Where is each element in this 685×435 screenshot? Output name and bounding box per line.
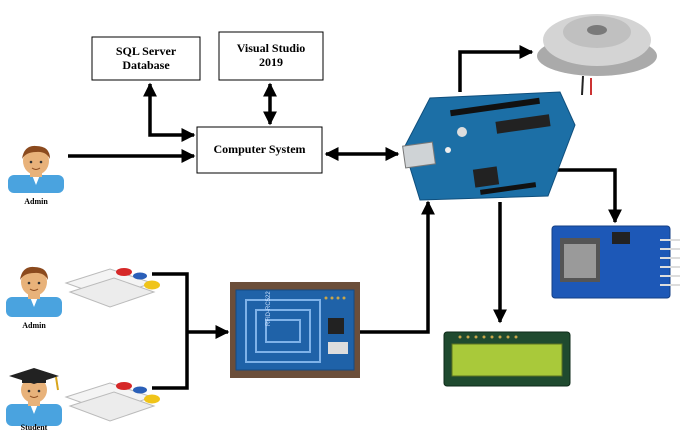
bracket-student-card: [152, 330, 189, 390]
computer-system-label: Computer System: [213, 142, 306, 157]
buzzer-icon: [537, 14, 657, 96]
arrow-rfid-arduino: [360, 200, 435, 334]
rfid-chip-label: RFID-RC522: [266, 291, 272, 326]
sql-server-box: [91, 36, 201, 81]
rfid-card-icon: [64, 268, 160, 308]
student-label: Student: [20, 423, 48, 432]
arrows: [68, 45, 622, 390]
visual-studio-box: [218, 31, 324, 81]
arrow-arduino-sd: [548, 168, 622, 224]
lcd-display-icon: [443, 331, 571, 387]
admin-avatar-icon: [6, 266, 62, 317]
sql-server-label: SQL Server Database: [115, 43, 177, 72]
arrow-arduino-buzzer: [458, 45, 534, 92]
student-avatar-icon: [6, 368, 62, 426]
admin-top-label: Admin: [24, 197, 48, 206]
sd-card-module-icon: [551, 225, 680, 299]
arrow-sql-computer: [143, 82, 196, 142]
admin-avatar-icon: [8, 145, 64, 193]
computer-system-box: [196, 126, 323, 174]
rfid-reader-icon: [230, 282, 360, 378]
rfid-card-icon: [64, 382, 160, 422]
arduino-board-icon: [402, 91, 576, 201]
bracket-admin-card: [152, 272, 189, 330]
visual-studio-label: Visual Studio 2019: [236, 41, 306, 69]
admin-mid-label: Admin: [22, 321, 46, 330]
